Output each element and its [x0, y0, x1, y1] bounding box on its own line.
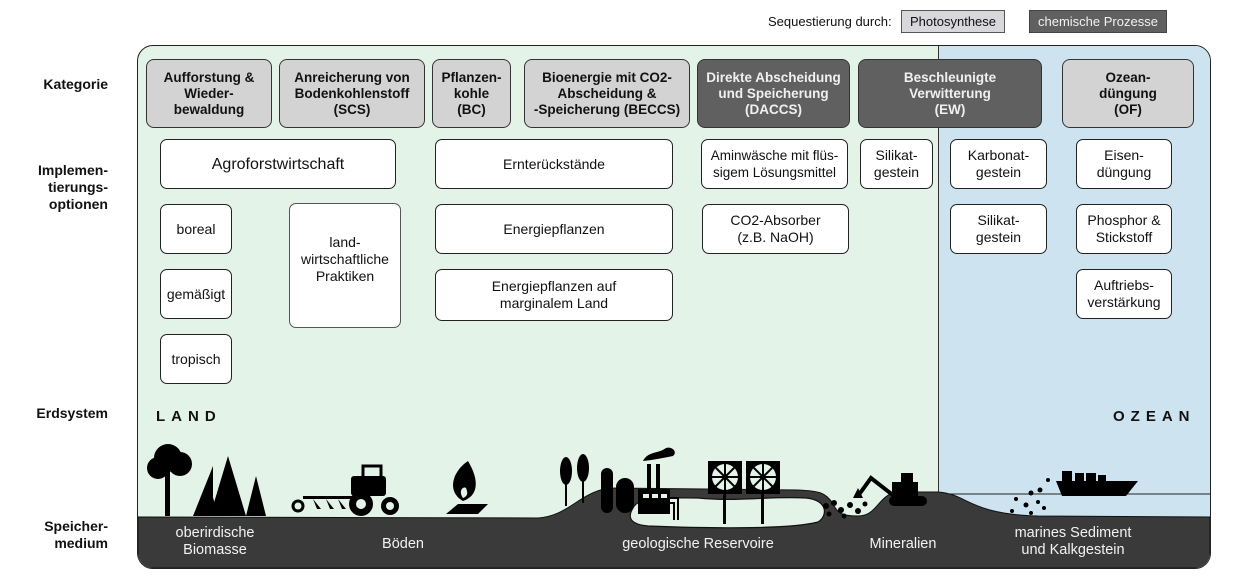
- category-biochar: Pflanzen- kohle (BC): [432, 59, 511, 128]
- option-carbonate: Karbonat- gestein: [950, 139, 1047, 189]
- legend-photosynthesis: Photosynthese: [901, 10, 1006, 33]
- row-label-storage: Speicher- medium: [44, 518, 108, 551]
- option-agroforestry: Agroforstwirtschaft: [160, 139, 396, 189]
- earth-illustration: [138, 444, 1210, 568]
- row-label-earth-system: Erdsystem: [36, 405, 108, 421]
- ocean-fertilizer-particles: [1010, 478, 1050, 515]
- category-enhanced-weathering: Beschleunigte Verwitterung (EW): [858, 59, 1042, 128]
- storage-soils: Böden: [382, 536, 424, 552]
- diagram-panel: Aufforstung & Wieder- bewaldung Anreiche…: [137, 45, 1211, 569]
- storage-geological: geologische Reservoire: [622, 536, 774, 552]
- option-amine-scrubbing: Aminwäsche mit flüs- sigem Lösungsmittel: [701, 139, 848, 189]
- option-tropical: tropisch: [160, 334, 232, 384]
- option-boreal: boreal: [160, 204, 232, 254]
- ship-icon: [1056, 471, 1138, 496]
- storage-marine: marines Sediment und Kalkgestein: [1014, 525, 1132, 558]
- crop-icon: [560, 454, 589, 506]
- row-label-category: Kategorie: [43, 76, 108, 92]
- excavator-icon: [853, 473, 927, 506]
- option-temperate: gemäßigt: [160, 269, 232, 319]
- option-crop-residues: Ernterückstände: [435, 139, 673, 189]
- legend-chemical: chemische Prozesse: [1029, 10, 1167, 33]
- realm-ocean-label: OZEAN: [1113, 408, 1196, 425]
- legend-label: Sequestierung durch:: [768, 14, 892, 29]
- category-beccs: Bioenergie mit CO2- Abscheidung & -Speic…: [524, 59, 690, 128]
- option-silicate-ocean: Silikat- gestein: [950, 204, 1047, 254]
- category-ocean-fertilization: Ozean- düngung (OF): [1062, 59, 1194, 128]
- tree-icon: [147, 444, 192, 516]
- tractor-plough-icon: [291, 464, 399, 516]
- category-soil-carbon: Anreicherung von Bodenkohlenstoff (SCS): [279, 59, 425, 128]
- fire-icon: [446, 461, 488, 514]
- option-energy-crops: Energiepflanzen: [435, 204, 673, 254]
- option-silicate-land: Silikat- gestein: [860, 139, 933, 189]
- option-agricultural-practices: land- wirtschaftliche Praktiken: [289, 203, 401, 328]
- storage-minerals: Mineralien: [869, 536, 937, 552]
- option-energy-crops-marginal: Energiepflanzen auf marginalem Land: [435, 269, 673, 321]
- bioenergy-plant-icon: [601, 447, 679, 520]
- direct-air-capture-icon: [708, 461, 780, 524]
- option-iron-fertilization: Eisen- düngung: [1076, 139, 1172, 189]
- category-daccs: Direkte Abscheidung und Speicherung (DAC…: [697, 59, 850, 128]
- ground-layer: [138, 487, 1210, 568]
- option-phosphorus-nitrogen: Phosphor & Stickstoff: [1076, 204, 1172, 254]
- conifer-trees-icon: [193, 456, 266, 516]
- realm-land-label: LAND: [156, 408, 222, 425]
- option-upwelling: Auftriebs- verstärkung: [1076, 269, 1172, 319]
- option-co2-absorber: CO2-Absorber (z.B. NaOH): [702, 204, 849, 254]
- category-afforestation: Aufforstung & Wieder- bewaldung: [146, 59, 272, 128]
- row-label-implementation: Implemen- tierungs- optionen: [37, 162, 108, 212]
- storage-biomass: oberirdische Biomasse: [175, 525, 255, 558]
- rocks-icon: [823, 500, 868, 519]
